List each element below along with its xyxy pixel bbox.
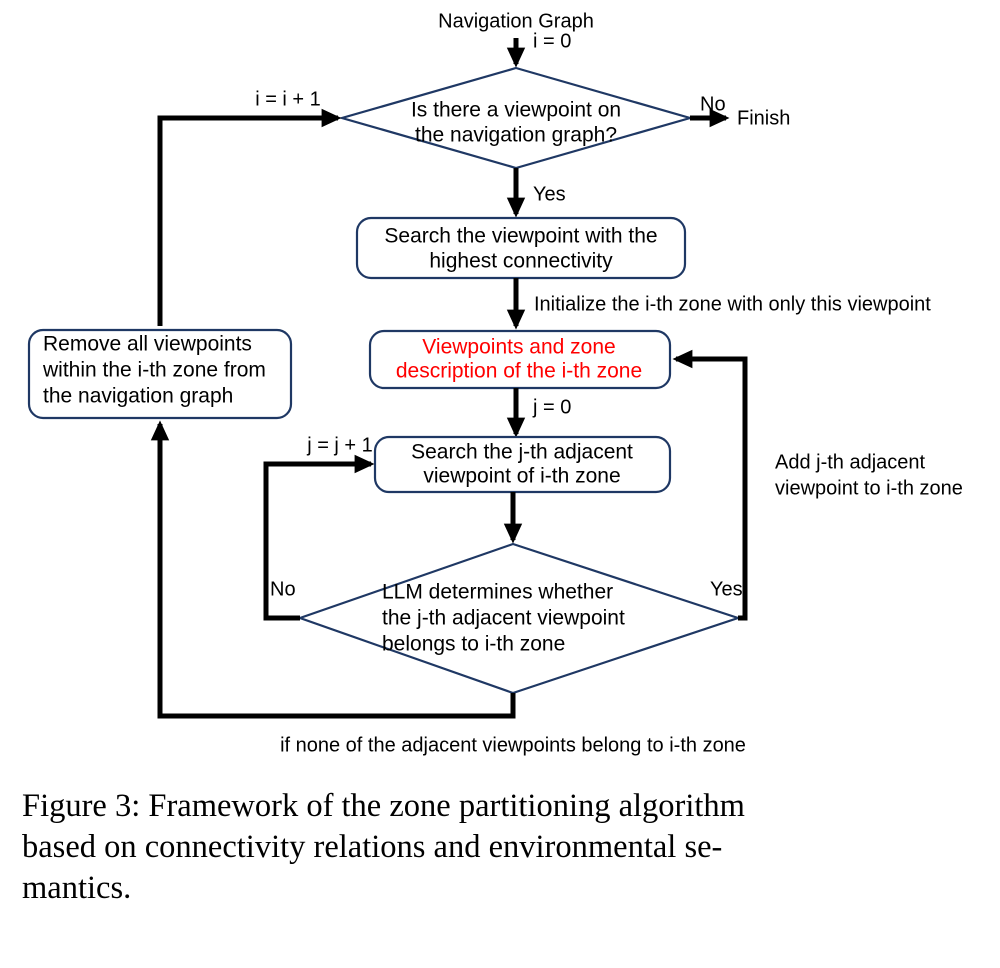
decision-llm-belongs-line-3: belongs to i-th zone <box>382 633 565 656</box>
edge-label-j-increment: j = j + 1 <box>306 434 373 456</box>
remove-viewpoints-box[interactable] <box>27 328 293 420</box>
edge-remove-viewpoints-to-decision1 <box>157 108 342 326</box>
edge-label-i-increment: i = i + 1 <box>255 88 321 110</box>
edge-label-initialize-zone: Initialize the i-th zone with only this … <box>534 293 931 315</box>
search-highest-connectivity-box[interactable] <box>355 216 687 280</box>
edge-label-none-belong: if none of the adjacent viewpoints belon… <box>280 734 746 756</box>
edge-label-yes-llm: Yes <box>710 578 743 600</box>
caption-line-2: based on connectivity relations and envi… <box>22 829 723 865</box>
decision-llm-belongs-line-2: the j-th adjacent viewpoint <box>382 607 625 630</box>
remove-viewpoints-line-2: within the i-th zone from <box>42 359 266 382</box>
search-jth-adjacent-line-1: Search the j-th adjacent <box>411 441 633 464</box>
edge-decision-llm-yes-to-zone-state <box>672 349 748 621</box>
edge-decision-llm-no-to-search-jth <box>263 454 375 621</box>
search-jth-adjacent-line-2: viewpoint of i-th zone <box>423 465 620 488</box>
zone-state-line-1: Viewpoints and zone <box>422 336 615 359</box>
remove-viewpoints-line-1: Remove all viewpoints <box>43 333 252 356</box>
edge-label-no-llm: No <box>270 578 296 600</box>
decision-llm-belongs-line-1: LLM determines whether <box>382 581 613 604</box>
edge-decision-llm-bottom-to-remove-viewpoints <box>150 420 516 719</box>
zone-state-line-2: description of the i-th zone <box>396 360 642 383</box>
figure-caption: Figure 3: Framework of the zone partitio… <box>22 786 984 909</box>
edge-label-add-adjacent-line-1: Add j-th adjacent <box>775 451 926 473</box>
zone-state-box[interactable] <box>368 329 672 390</box>
flowchart-svg: Navigation Graph i = 0 Is there a viewpo… <box>27 10 963 756</box>
terminal-finish: Finish <box>737 107 790 129</box>
entry-label: Navigation Graph <box>438 10 594 32</box>
caption-line-3: mantics. <box>22 870 132 906</box>
caption-line-1: Figure 3: Framework of the zone partitio… <box>22 788 745 824</box>
edge-label-yes-top: Yes <box>533 183 566 205</box>
edge-label-add-adjacent-line-2: viewpoint to i-th zone <box>775 477 963 499</box>
decision-viewpoint-exists-line-1: Is there a viewpoint on <box>411 99 621 122</box>
edge-label-no-top: No <box>700 93 726 115</box>
decision-viewpoint-exists-line-2: the navigation graph? <box>415 124 617 147</box>
edge-label-i-init: i = 0 <box>533 30 571 52</box>
remove-viewpoints-line-3: the navigation graph <box>43 385 233 408</box>
search-jth-adjacent-box[interactable] <box>373 435 672 494</box>
search-highest-connectivity-line-2: highest connectivity <box>429 250 613 273</box>
edge-label-j-init: j = 0 <box>532 396 571 418</box>
search-highest-connectivity-line-1: Search the viewpoint with the <box>384 225 657 248</box>
